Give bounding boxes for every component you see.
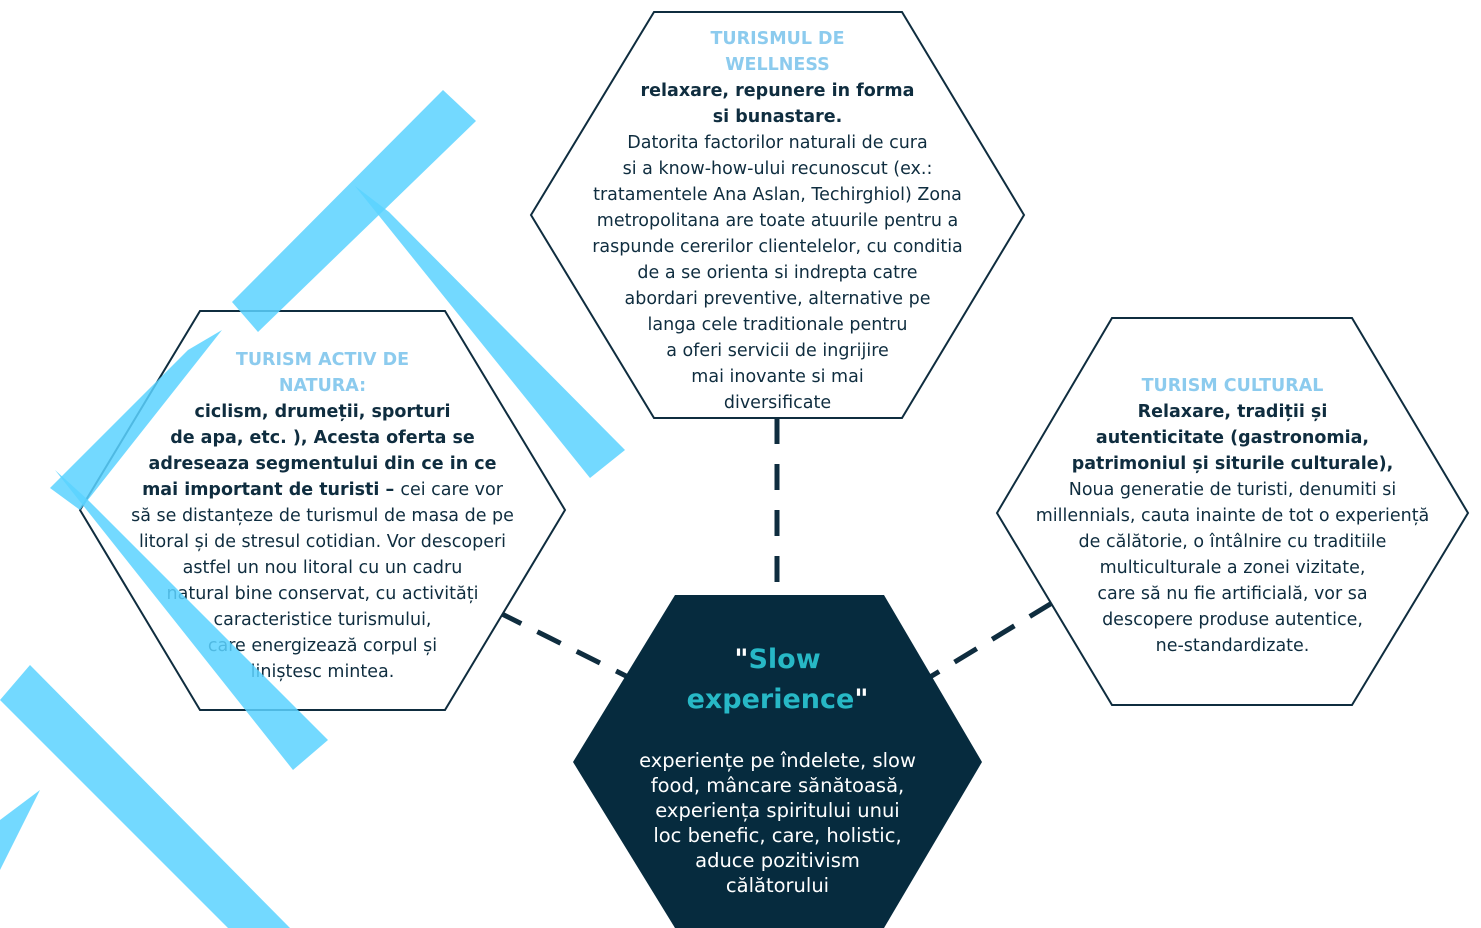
activ-body-line: astfel un nou litoral cu un cadru — [182, 558, 463, 578]
cultural-body-line: Noua generatie de turisti, denumiti si — [1068, 480, 1397, 500]
wellness-body-line: mai inovante si mai — [691, 367, 864, 387]
wellness-body-line: diversificate — [723, 393, 832, 413]
activ-body-line: să se distanțeze de turismul de masa de … — [131, 506, 514, 526]
cultural-body-line: ne-standardizate. — [1155, 636, 1310, 656]
activ-body-line: natural bine conservat, cu activități — [166, 584, 479, 604]
activ-mixed-normal: cei care vor — [400, 480, 503, 500]
cultural-body-line: millennials, cauta inainte de tot o expe… — [1035, 506, 1430, 526]
cultural-body-line: de călătorie, o întâlnire cu traditiile — [1078, 532, 1387, 552]
connectors — [496, 418, 1054, 680]
wellness-body-line: a oferi servicii de ingrijire — [666, 341, 889, 361]
quote-close: " — [854, 684, 869, 715]
center-body-line: experiențe pe îndelete, slow — [639, 749, 916, 772]
center-body-line: experiența spiritului unui — [655, 799, 900, 822]
activ-body-line: caracteristice turismului, — [213, 610, 432, 630]
center-title-word1: Slow — [748, 644, 821, 675]
center-title-line-1: "Slow — [573, 640, 982, 680]
center-body-line: aduce pozitivism — [695, 849, 860, 872]
activ-body-line: care energizează corpul și — [207, 636, 438, 656]
center-text: "Slow experience" experiențe pe îndelete… — [573, 640, 982, 898]
activ-bold-line: ciclism, drumeții, sporturi — [194, 402, 451, 422]
wellness-body-line: tratamentele Ana Aslan, Techirghiol) Zon… — [593, 185, 962, 205]
center-body-line: loc benefic, care, holistic, — [653, 824, 902, 847]
cultural-bold-line: autenticitate (gastronomia, — [1095, 428, 1370, 448]
cultural-body-line: descopere produse autentice, — [1102, 610, 1363, 630]
center-body-line: călătorului — [725, 874, 830, 897]
wellness-body-line: langa cele traditionale pentru — [647, 315, 908, 335]
cultural-text: TURISM CULTURAL Relaxare, tradiții și au… — [997, 373, 1468, 659]
center-title: "Slow experience" — [573, 640, 982, 720]
center-title-word2: experience — [686, 684, 855, 715]
wellness-bold-line: si bunastare. — [712, 107, 843, 127]
center-body: experiențe pe îndelete, slow food, mânca… — [573, 748, 982, 898]
connector-cultural-center — [928, 600, 1054, 680]
activ-body-line: liniștesc mintea. — [250, 662, 395, 682]
cultural-body-line: multiculturale a zonei vizitate, — [1099, 558, 1366, 578]
wellness-bold-line: relaxare, repunere in forma — [640, 81, 915, 101]
activ-bold-line: adreseaza segmentului din ce in ce — [148, 454, 497, 474]
wellness-title-line: WELLNESS — [725, 55, 830, 75]
hexagon-cultural — [995, 317, 1470, 706]
activ-mixed-line: mai important de turisti – cei care vor — [80, 477, 565, 503]
wellness-body-line: metropolitana are toate atuurile pentru … — [596, 211, 959, 231]
cultural-bold-line: Relaxare, tradiții și — [1137, 402, 1328, 422]
activ-title-line: TURISM ACTIV DE — [235, 350, 410, 370]
connector-activ-center — [496, 609, 630, 680]
wellness-title-line: TURISMUL DE — [710, 29, 845, 49]
activ-bold-line: de apa, etc. ), Acesta oferta se — [170, 428, 475, 448]
center-title-line-2: experience" — [573, 680, 982, 720]
wellness-body-line: si a know-how-ului recunoscut (ex.: — [622, 159, 933, 179]
activ-title-line: NATURA: — [278, 376, 367, 396]
quote-open: " — [734, 644, 749, 675]
wellness-body-line: Datorita factorilor naturali de cura — [627, 133, 928, 153]
wellness-body-line: raspunde cererilor clientelelor, cu cond… — [592, 237, 963, 257]
hexagon-center — [573, 595, 982, 928]
wellness-body-line: de a se orienta si indrepta catre — [637, 263, 918, 283]
cultural-body-line: care să nu fie artificială, vor sa — [1097, 584, 1368, 604]
cultural-title-line: TURISM CULTURAL — [1141, 376, 1324, 396]
activ-text: TURISM ACTIV DE NATURA: ciclism, drumeți… — [80, 347, 565, 685]
activ-mixed-bold: mai important de turisti – — [142, 480, 401, 500]
activ-body-line: litoral și de stresul cotidian. Vor desc… — [138, 532, 507, 552]
center-body-line: food, mâncare sănătoasă, — [650, 774, 905, 797]
wellness-body-line: abordari preventive, alternative pe — [624, 289, 931, 309]
cultural-bold-line: patrimoniul și siturile culturale), — [1071, 454, 1394, 474]
wellness-text: TURISMUL DE WELLNESS relaxare, repunere … — [531, 26, 1024, 416]
